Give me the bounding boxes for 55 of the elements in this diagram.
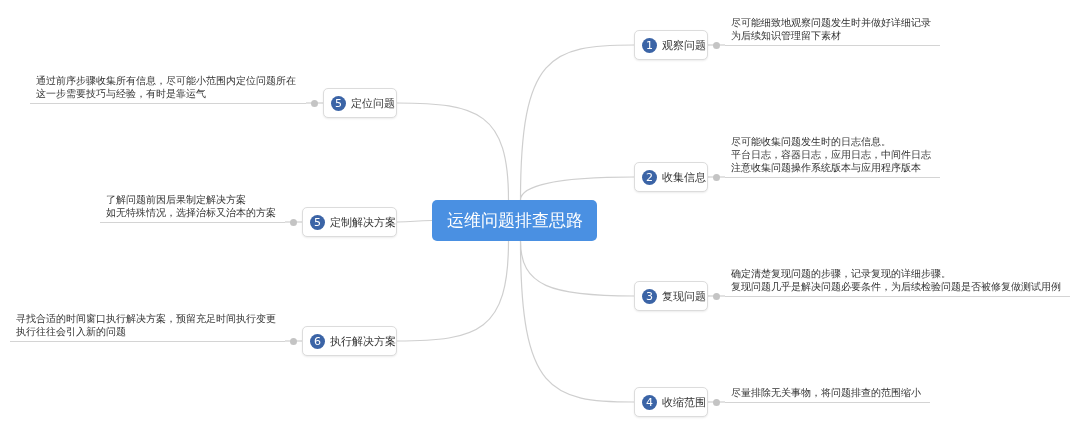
topic-box [634, 387, 708, 417]
note-text: 尽可能收集问题发生时的日志信息。 [731, 135, 892, 148]
note-text: 通过前序步骤收集所有信息，尽可能小范围内定位问题所在 [36, 74, 297, 87]
topic-box [634, 162, 708, 192]
note-text: 寻找合适的时间窗口执行解决方案，预留充足时间执行变更 [16, 312, 277, 325]
connector-line [707, 176, 726, 178]
topic-label: 执行解决方案 [330, 333, 396, 349]
connector-line [707, 295, 726, 297]
note-text: 如无特殊情况，选择治标又治本的方案 [106, 206, 277, 219]
note-text: 注意收集问题操作系统版本与应用程序版本 [731, 161, 922, 174]
connector-line [707, 44, 726, 46]
underlined-note [725, 267, 1070, 297]
connector-line [707, 401, 726, 403]
underlined-note [30, 74, 306, 104]
number-badge: 3 [642, 288, 657, 304]
connector-line [396, 219, 433, 223]
connector-line [305, 102, 324, 104]
underlined-note [725, 16, 940, 46]
underlined-note [725, 386, 930, 403]
topic-box [323, 88, 397, 118]
topic-label: 收集信息 [662, 169, 706, 185]
topic-label: 收缩范围 [662, 394, 706, 410]
number-badge: 6 [310, 333, 325, 349]
number-badge: 5 [331, 95, 346, 111]
topic-label: 定制解决方案 [330, 214, 396, 230]
connector-line [396, 102, 510, 201]
number-badge: 4 [642, 394, 657, 410]
topic-label: 定位问题 [351, 95, 395, 111]
connector-line [396, 240, 510, 342]
connector-line [284, 340, 303, 342]
note-text: 执行往往会引入新的问题 [16, 325, 127, 338]
underlined-note [725, 135, 940, 178]
connector-line [284, 221, 303, 223]
underlined-note [100, 193, 285, 223]
note-text: 尽量排除无关事物，将问题排查的范围缩小 [731, 386, 922, 399]
note-text: 复现问题几乎是解决问题必要条件，为后续检验问题是否被修复做测试用例 [731, 280, 1062, 293]
topic-box [302, 326, 397, 356]
note-text: 这一步需要技巧与经验，有时是靠运气 [36, 87, 207, 100]
underlined-note [10, 312, 285, 342]
connector-line [519, 176, 635, 201]
root-box [432, 200, 597, 241]
number-badge: 2 [642, 169, 657, 185]
note-text: 平台日志，容器日志，应用日志，中间件日志 [731, 148, 932, 161]
topic-box [302, 207, 397, 237]
topic-label: 复现问题 [662, 288, 706, 304]
number-badge: 5 [310, 214, 325, 230]
note-text: 为后续知识管理留下素材 [731, 29, 842, 42]
topic-box [634, 281, 708, 311]
note-text: 尽可能细致地观察问题发生时并做好详细记录 [731, 16, 932, 29]
number-badge: 1 [642, 37, 657, 53]
note-text: 了解问题前因后果制定解决方案 [106, 193, 247, 206]
topic-label: 观察问题 [662, 37, 706, 53]
title-text: 运维问题排查思路 [446, 209, 583, 232]
note-text: 确定清楚复现问题的步骤，记录复现的详细步骤。 [731, 267, 952, 280]
topic-box [634, 30, 708, 60]
